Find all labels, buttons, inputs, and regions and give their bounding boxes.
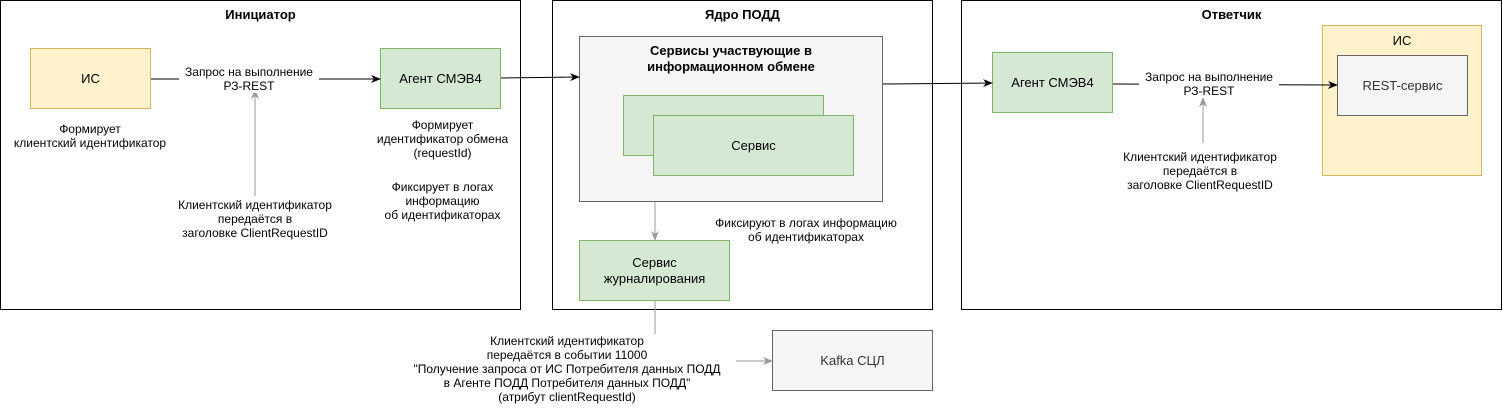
initiator-agent-caption: Формирует идентификатор обмена (requestI… xyxy=(376,118,509,160)
responder-agent-box: Агент СМЭВ4 xyxy=(992,52,1113,113)
core-event-caption: Клиентский идентификатор передаётся в со… xyxy=(398,334,736,404)
initiator-agent-box: Агент СМЭВ4 xyxy=(380,48,501,109)
responder-header-caption: Клиентский идентификатор передаётся в за… xyxy=(1123,150,1277,192)
log-service-box: Сервис журналирования xyxy=(579,240,730,301)
lane-initiator-title: Инициатор xyxy=(225,7,296,22)
arrow-agent-to-core xyxy=(500,73,580,82)
lane-core-title: Ядро ПОДД xyxy=(705,7,780,22)
initiator-is-caption: Формирует клиентский идентификатор xyxy=(13,122,167,150)
services-group-title: Сервисы участвующие в информационном обм… xyxy=(647,43,815,74)
core-log-caption: Фиксируют в логах информацию об идентифи… xyxy=(715,216,897,244)
arrow-core-to-responder-agent xyxy=(882,79,993,88)
initiator-is-box: ИС xyxy=(30,48,151,109)
initiator-agent-log-caption: Фиксирует в логах информацию об идентифи… xyxy=(384,180,501,222)
responder-request-label: Запрос на выполнение РЗ-REST xyxy=(1139,70,1279,98)
lane-responder-title: Ответчик xyxy=(1201,7,1262,22)
initiator-request-label: Запрос на выполнение РЗ-REST xyxy=(179,65,319,93)
initiator-header-caption: Клиентский идентификатор передаётся в за… xyxy=(178,198,332,240)
service-box: Сервис xyxy=(653,115,854,176)
kafka-box: Kafka СЦЛ xyxy=(772,330,933,391)
responder-is-group-title: ИС xyxy=(1392,33,1412,48)
